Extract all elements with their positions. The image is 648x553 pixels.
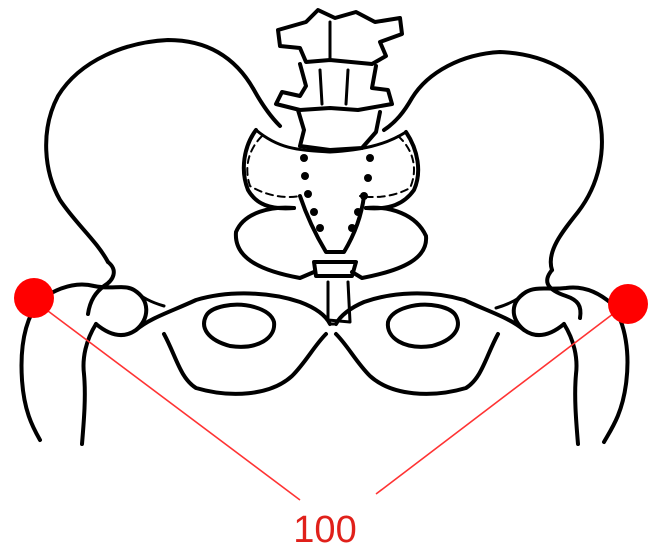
right-pubis bbox=[336, 288, 627, 444]
right-leader-line bbox=[376, 304, 626, 494]
left-ilium bbox=[46, 40, 314, 314]
right-hip-marker bbox=[608, 284, 648, 324]
callout-label: 100 bbox=[270, 508, 380, 552]
left-pubis bbox=[22, 285, 330, 444]
left-hip-marker bbox=[14, 278, 54, 318]
left-leader-line bbox=[36, 302, 300, 500]
